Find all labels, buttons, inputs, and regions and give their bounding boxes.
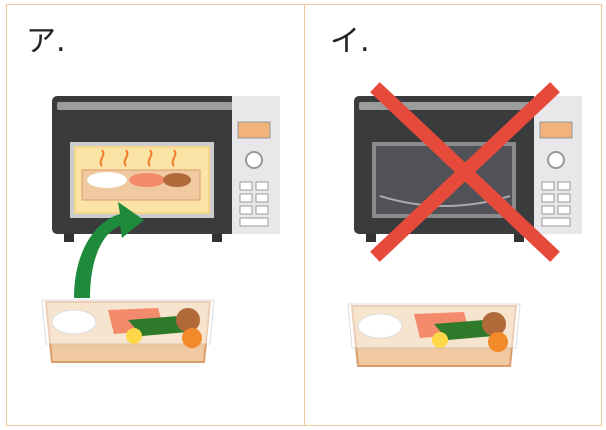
panel-divider	[304, 4, 305, 426]
bento-tray-b	[344, 300, 524, 370]
panel-a-label: ア.	[26, 16, 66, 60]
cross-icon	[370, 82, 560, 262]
bento-tray-a	[38, 296, 218, 366]
arrow-icon	[60, 190, 150, 305]
panel-b-label: イ.	[330, 16, 370, 60]
